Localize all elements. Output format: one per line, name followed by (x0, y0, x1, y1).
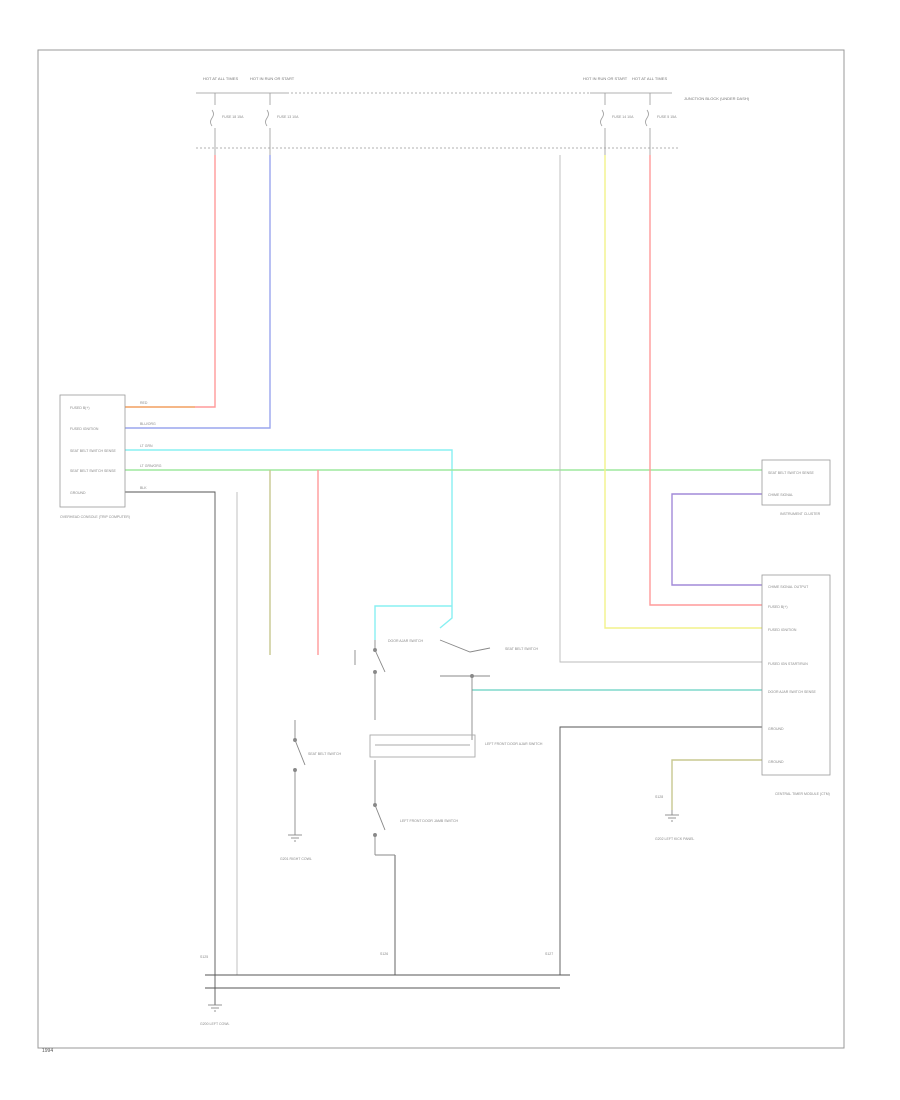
wire-purple-chime (671, 493, 762, 586)
splice-label-1: S125 (200, 955, 208, 959)
footer-code: 1994 (42, 1048, 53, 1054)
console-wire-code-2: BLU/ORG (140, 422, 156, 426)
cluster-pin-1: SEAT BELT SWITCH SENSE (768, 471, 815, 475)
splice-label-4: S128 (655, 795, 663, 799)
console-wire-code-4: LT GRN/ORG (140, 464, 162, 468)
console-pin-1: FUSED B(+) (70, 406, 90, 410)
wire-red-fused-b (125, 155, 216, 408)
wire-black-console-ground (125, 491, 216, 975)
splice-labels: S125 S126 S127 S128 (200, 795, 663, 959)
ground-icon (665, 814, 679, 822)
wire-olive-ground (671, 759, 762, 810)
seat-belt-switch-left (293, 720, 306, 830)
wire-red-ctm (649, 155, 762, 606)
console-wire-code-3: LT GRN (140, 444, 153, 448)
console-pin-3: SEAT BELT SWITCH SENSE (70, 449, 117, 453)
ctm-pin-5: DOOR AJAR SWITCH SENSE (768, 690, 817, 694)
ground-symbols (208, 810, 679, 1012)
ctm-pin-2: FUSED B(+) (768, 605, 788, 609)
wire-yellow-ctm (604, 155, 762, 629)
wire-blue-fused-ignition (125, 155, 271, 429)
ground-icon (208, 1004, 222, 1012)
cluster-title: INSTRUMENT CLUSTER (780, 512, 821, 516)
fuse-box-label: JUNCTION BLOCK (UNDER DASH) (684, 96, 750, 101)
switch-label-1: SEAT BELT SWITCH (308, 752, 341, 756)
door-ajar-switch (354, 640, 386, 720)
ground-label-2: G201 RIGHT COWL (280, 857, 312, 861)
switch-labels: SEAT BELT SWITCH DOOR AJAR SWITCH LEFT F… (308, 639, 543, 823)
switch-label-5: LEFT FRONT DOOR JAMB SWITCH (400, 819, 458, 823)
fuse-label-top-right-2: HOT AT ALL TIMES (632, 76, 667, 81)
ctm-pin-7: GROUND (768, 760, 784, 764)
switch-symbols (293, 639, 491, 856)
ctm-pin-4: FUSED IGN START/RUN (768, 662, 808, 666)
ctm-pin-1: CHIME SIGNAL OUTPUT (768, 585, 809, 589)
console-pin-2: FUSED IGNITION (70, 427, 99, 431)
diagram-border (37, 49, 845, 1049)
ground-icon (288, 834, 302, 842)
instrument-cluster-connector: SEAT BELT SWITCH SENSE CHIME SIGNAL INST… (761, 459, 831, 516)
fuse-3-label: FUSE 14 10A (612, 115, 634, 119)
ground-labels: G200 LEFT COWL G201 RIGHT COWL G202 LEFT… (200, 837, 694, 1026)
ctm-title: CENTRAL TIMER MODULE (CTM) (775, 792, 830, 796)
fuse-labels: HOT AT ALL TIMES HOT IN RUN OR START HOT… (203, 76, 750, 119)
ctm-pin-3: FUSED IGNITION (768, 628, 797, 632)
splice-label-3: S127 (545, 952, 553, 956)
wire-gray-start (559, 155, 762, 663)
splice-label-2: S126 (380, 952, 388, 956)
fuse-label-top-left-1: HOT AT ALL TIMES (203, 76, 238, 81)
wire-cyan-branch (374, 605, 452, 640)
central-timer-module: CHIME SIGNAL OUTPUT FUSED B(+) FUSED IGN… (761, 574, 831, 796)
wire-cyan-seatbelt (125, 449, 453, 629)
wire-black-ctm-ground (559, 726, 762, 975)
left-front-door-switch (439, 639, 491, 740)
switch-label-2: DOOR AJAR SWITCH (388, 639, 423, 643)
console-wire-code-1: RED (140, 401, 148, 405)
ground-wires (125, 155, 762, 1005)
switch-label-3: LEFT FRONT DOOR AJAR SWITCH (485, 742, 543, 746)
fuse-2-label: FUSE 13 10A (277, 115, 299, 119)
ground-label-3: G202 LEFT KICK PANEL (655, 837, 694, 841)
fuse-1-label: FUSE 18 15A (222, 115, 244, 119)
ground-label-1: G200 LEFT COWL (200, 1022, 230, 1026)
wire-group (125, 155, 762, 810)
fuse-block (196, 92, 680, 155)
fuse-4-label: FUSE 5 15A (657, 115, 677, 119)
console-pin-4: SEAT BELT SWITCH SENSE (70, 469, 117, 473)
ctm-pin-6: GROUND (768, 727, 784, 731)
overhead-console-module: FUSED B(+) FUSED IGNITION SEAT BELT SWIT… (59, 394, 162, 519)
console-title: OVERHEAD CONSOLE (TRIP COMPUTER) (60, 515, 130, 519)
switch-label-4: SEAT BELT SWITCH (505, 647, 538, 651)
cluster-pin-2: CHIME SIGNAL (768, 493, 793, 497)
fuse-label-top-right-1: HOT IN RUN OR START (583, 76, 628, 81)
fuse-label-top-left-2: HOT IN RUN OR START (250, 76, 295, 81)
door-jamb-switch (373, 760, 395, 856)
console-wire-code-5: BLK (140, 486, 147, 490)
console-pin-5: GROUND (70, 491, 86, 495)
